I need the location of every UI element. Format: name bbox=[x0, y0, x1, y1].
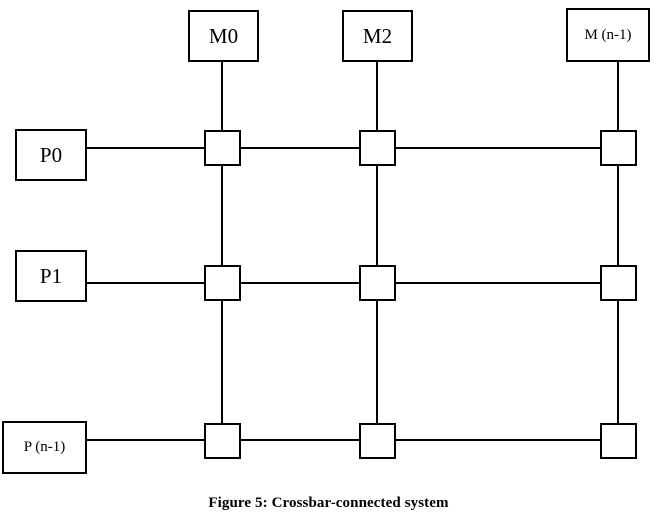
memory-m-n-1-box: M (n-1) bbox=[566, 8, 650, 62]
memory-m0-label: M0 bbox=[208, 23, 239, 48]
wire-col0-seg2 bbox=[221, 300, 223, 424]
wire-row0-seg2 bbox=[395, 147, 601, 149]
switch-pn1-mn1 bbox=[600, 423, 637, 459]
wire-rown1-seg1 bbox=[240, 439, 360, 441]
switch-p1-m2 bbox=[359, 265, 396, 301]
processor-p-n-1-box: P (n-1) bbox=[2, 421, 87, 474]
wire-pn1-to-row bbox=[87, 439, 205, 441]
switch-p0-mn1 bbox=[600, 130, 637, 166]
wire-col2-seg2 bbox=[376, 300, 378, 424]
wire-mn1-to-col bbox=[617, 61, 619, 131]
switch-p1-m0 bbox=[204, 265, 241, 301]
memory-m0-box: M0 bbox=[188, 10, 259, 62]
wire-m2-to-col bbox=[376, 61, 378, 131]
switch-p0-m2 bbox=[359, 130, 396, 166]
processor-p0-label: P0 bbox=[39, 142, 63, 167]
wire-p0-to-row bbox=[87, 147, 205, 149]
wire-row1-seg2 bbox=[395, 282, 601, 284]
switch-p0-m0 bbox=[204, 130, 241, 166]
switch-pn1-m0 bbox=[204, 423, 241, 459]
processor-p0-box: P0 bbox=[15, 129, 87, 181]
wire-rown1-seg2 bbox=[395, 439, 601, 441]
wire-coln1-seg1 bbox=[617, 165, 619, 266]
processor-p1-box: P1 bbox=[15, 250, 87, 302]
switch-pn1-m2 bbox=[359, 423, 396, 459]
processor-p-n-1-label: P (n-1) bbox=[23, 439, 66, 455]
memory-m2-box: M2 bbox=[342, 10, 413, 62]
switch-p1-mn1 bbox=[600, 265, 637, 301]
wire-p1-to-row bbox=[87, 282, 205, 284]
processor-p1-label: P1 bbox=[39, 263, 63, 288]
figure-caption: Figure 5: Crossbar-connected system bbox=[208, 495, 449, 511]
wire-col2-seg1 bbox=[376, 165, 378, 266]
wire-col0-seg1 bbox=[221, 165, 223, 266]
wire-row0-seg1 bbox=[240, 147, 360, 149]
memory-m-n-1-label: M (n-1) bbox=[584, 26, 632, 43]
wire-coln1-seg2 bbox=[617, 300, 619, 424]
memory-m2-label: M2 bbox=[362, 23, 393, 48]
wire-m0-to-col bbox=[221, 61, 223, 131]
wire-row1-seg1 bbox=[240, 282, 360, 284]
